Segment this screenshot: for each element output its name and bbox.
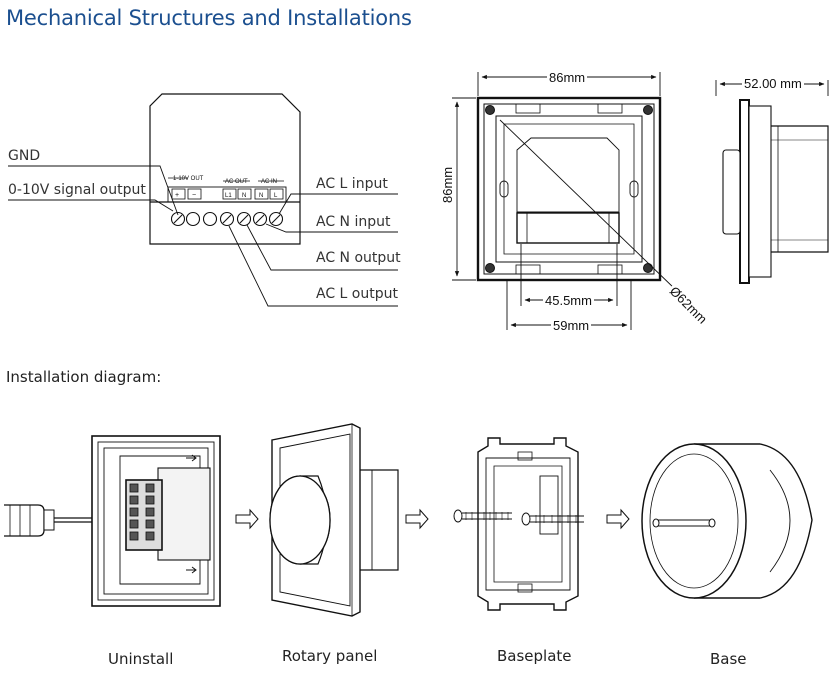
ac-l-input-label: AC L input xyxy=(316,176,388,192)
step-arrow xyxy=(606,508,630,530)
terminal-mark: L xyxy=(274,193,278,199)
ac-l-output-label: AC L output xyxy=(316,286,398,302)
signal-output-label: 0-10V signal output xyxy=(8,182,146,198)
dimension-depth: 52.00 mm xyxy=(742,76,804,91)
ac-n-output-label: AC N output xyxy=(316,250,401,266)
terminal-header-ac-in: AC IN xyxy=(261,179,277,185)
ac-n-input-label: AC N input xyxy=(316,214,391,230)
side-view xyxy=(722,99,829,284)
uninstall-illustration xyxy=(4,435,221,607)
dimension-front-height: 86mm xyxy=(440,164,455,205)
installation-heading: Installation diagram: xyxy=(6,368,162,386)
terminal-header-0-10v: 1-10V OUT xyxy=(173,176,204,182)
terminal-mark: N xyxy=(242,193,246,199)
baseplate-illustration xyxy=(453,437,584,611)
dimension-front-width: 86mm xyxy=(547,70,588,85)
front-view xyxy=(476,96,677,291)
step-arrow xyxy=(405,508,429,530)
terminal-header-ac-out: AC OUT xyxy=(225,179,248,185)
dimension-inner-width: 45.5mm xyxy=(543,293,594,308)
terminal-mark: L1 xyxy=(225,193,232,199)
page-title: Mechanical Structures and Installations xyxy=(6,6,412,30)
rotary-panel-illustration xyxy=(269,423,399,617)
step-caption-baseplate: Baseplate xyxy=(497,647,572,665)
terminal-mark: − xyxy=(192,192,196,199)
terminal-screws xyxy=(170,211,284,227)
terminal-mark: N xyxy=(259,193,263,199)
gnd-label: GND xyxy=(8,148,41,164)
base-illustration xyxy=(641,443,813,599)
step-caption-rotary-panel: Rotary panel xyxy=(282,647,378,665)
step-caption-base: Base xyxy=(710,650,747,668)
step-arrow xyxy=(235,508,259,530)
terminal-mark: + xyxy=(175,192,179,199)
wiring-module xyxy=(149,93,301,245)
leader-lines xyxy=(8,165,398,307)
step-caption-uninstall: Uninstall xyxy=(108,650,174,668)
dimension-outer-hole: 59mm xyxy=(551,318,592,333)
